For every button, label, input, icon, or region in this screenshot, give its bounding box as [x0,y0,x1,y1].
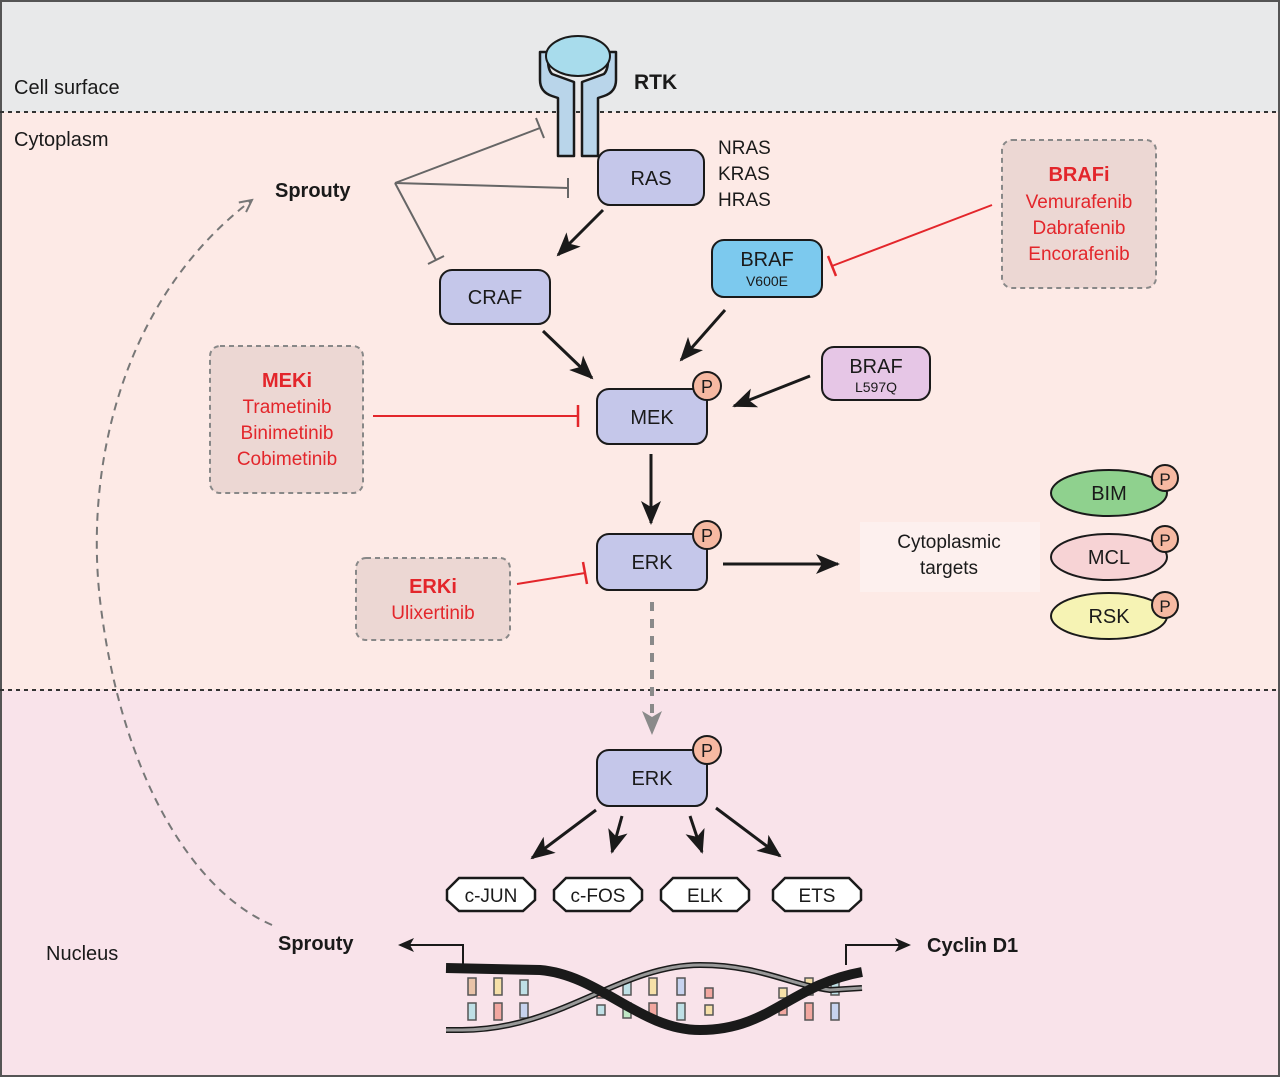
arrow-erk-to-cfos [608,815,628,854]
brafi-box [1001,139,1157,289]
rsk-phospho-badge [1151,591,1179,619]
braf-l597q-node [821,346,931,401]
cfos-label: c-FOS [571,886,626,907]
bim-label: BIM [1091,483,1127,505]
sprouty-cytoplasm-label: Sprouty [275,180,351,202]
erki-box [355,557,511,641]
ras-label: RAS [630,168,671,190]
craf-label: CRAF [468,287,522,309]
cytoplasm-label: Cytoplasm [14,129,108,151]
meki-drug-cobimetinib: Cobimetinib [237,449,337,470]
erk-cytoplasm-label: ERK [631,552,673,574]
erk-nucleus-phospho-badge [692,735,722,765]
cytoplasmic-targets-box [860,522,1040,592]
meki-title: MEKi [262,370,312,392]
erki-drug-ulixertinib: Ulixertinib [391,603,474,624]
sprouty-transcription-arrow [398,938,464,965]
rsk-label: RSK [1088,606,1130,628]
mek-phospho-badge [692,371,722,401]
bim-target [1050,469,1168,517]
rsk-phospho-label: P [1159,597,1170,616]
bim-phospho-badge [1151,464,1179,492]
arrow-craf-to-mek [541,329,594,380]
rtk-label: RTK [634,71,677,94]
braf-l597q-label: BRAF [849,356,902,378]
meki-drug-binimetinib: Binimetinib [241,423,334,444]
ras-isoform-hras: HRAS [718,190,771,211]
braf-v600e-mutation: V600E [746,273,788,289]
mek-phospho-label: P [701,377,713,397]
brafi-inhibition-line [831,204,993,267]
brafi-drug-dabrafenib: Dabrafenib [1033,218,1126,239]
arrow-braf-v600e-to-mek [679,309,727,362]
mcl-target [1050,533,1168,581]
braf-v600e-label: BRAF [740,249,793,271]
ras-isoform-kras: KRAS [718,164,770,185]
erk-cytoplasm-phospho-label: P [701,526,713,546]
cytoplasmic-targets-line1: Cytoplasmic [897,532,1000,553]
mcl-phospho-badge [1151,525,1179,553]
arrow-ras-to-craf [556,208,605,257]
sprouty-nucleus-label: Sprouty [278,933,354,955]
braf-v600e-node [711,239,823,298]
nucleus-region [0,690,1280,1077]
ets-tf [771,876,863,913]
meki-box [209,345,364,494]
elk-tf [659,876,751,913]
meki-drug-trametinib: Trametinib [242,397,331,418]
erk-cytoplasm-node [596,533,708,591]
mek-label: MEK [630,407,674,429]
brafi-drug-vemurafenib: Vemurafenib [1026,192,1133,213]
cjun-tf [445,876,537,913]
brafi-drug-encorafenib: Encorafenib [1028,244,1129,265]
arrow-erk-to-cjun [530,808,597,860]
mcl-label: MCL [1088,547,1130,569]
erki-title: ERKi [409,576,457,598]
ras-node [597,149,705,206]
erki-inhibition-line [516,572,586,585]
cell-surface-band [0,0,1280,112]
cell-surface-label: Cell surface [14,77,120,99]
cyclin-d1-transcription-arrow [845,938,911,965]
erk-nucleus-label: ERK [631,768,673,790]
braf-l597q-mutation: L597Q [855,379,897,395]
ras-isoform-nras: NRAS [718,138,771,159]
brafi-title: BRAFi [1048,164,1109,186]
sprouty-inhibition-lines [394,117,569,265]
erk-nucleus-phospho-label: P [701,741,713,761]
nucleus-label: Nucleus [46,943,118,965]
arrow-braf-l597q-to-mek [732,374,811,408]
rtk-receptor-icon [538,35,618,158]
erk-cytoplasm-phospho-badge [692,520,722,550]
elk-label: ELK [687,886,723,907]
sprouty-feedback-arrow [95,200,273,926]
brafi-inhibition-bar [826,255,838,277]
cytoplasmic-targets-line2: targets [920,558,978,579]
mek-node [596,388,708,445]
dna-helix-icon [445,961,863,1036]
arrow-erk-to-ets [715,806,782,858]
cjun-label: c-JUN [465,886,518,907]
craf-node [439,269,551,325]
arrow-erk-to-elk [685,815,705,854]
cyclin-d1-label: Cyclin D1 [927,935,1018,957]
erk-nucleus-node [596,749,708,807]
bim-phospho-label: P [1159,470,1170,489]
cfos-tf [552,876,644,913]
erki-inhibition-bar [581,561,589,585]
mcl-phospho-label: P [1159,531,1170,550]
ets-label: ETS [799,886,836,907]
